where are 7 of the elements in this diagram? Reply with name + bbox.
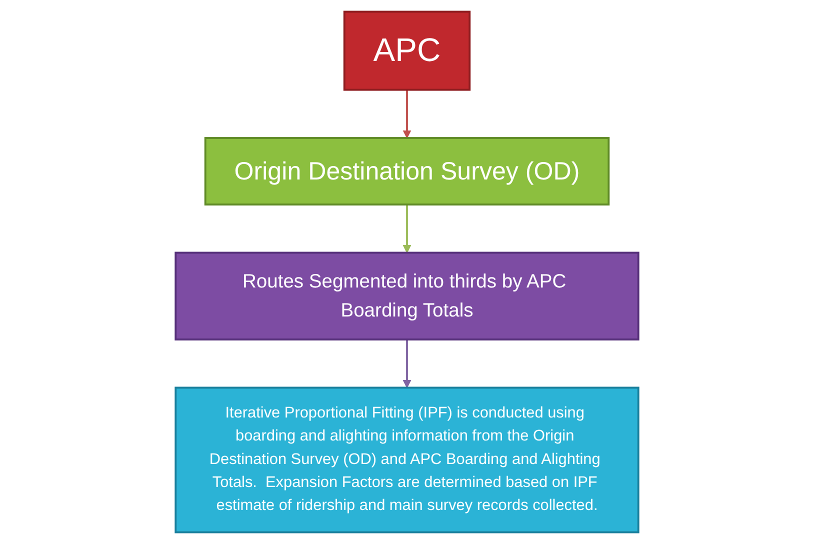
- arrow: [402, 90, 412, 138]
- arrow: [402, 204, 412, 254]
- node-box: Routes Segmented into thirds by APC Boarding Totals: [174, 252, 640, 340]
- node-box: Origin Destination Survey (OD): [204, 137, 610, 206]
- node-box: APC: [343, 10, 471, 91]
- arrow: [402, 339, 412, 388]
- node-box: Iterative Proportional Fitting (IPF) is conducted using boarding and alighting information from the Origin Destination Survey (OD) and APC Boarding and Alighting Totals. Expansion Factors are determined based on IPF estimate of ridership and main survey records collected.: [174, 386, 640, 534]
